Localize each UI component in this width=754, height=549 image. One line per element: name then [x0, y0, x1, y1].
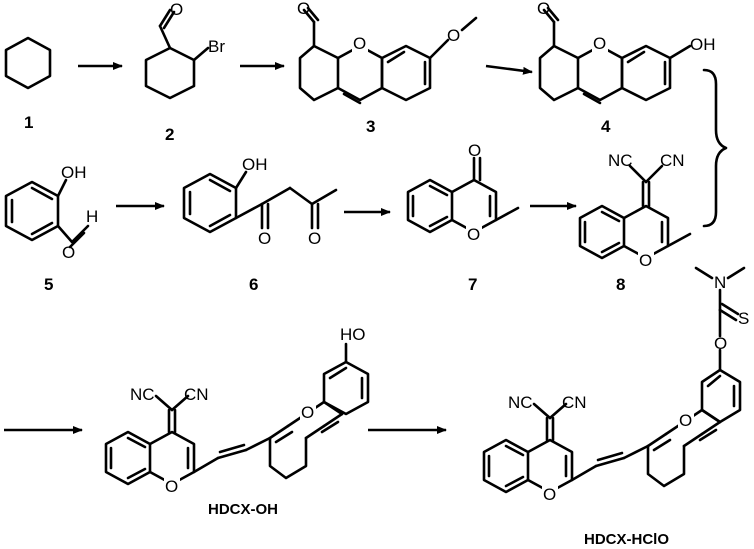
atom-methoxy-oxygen: O — [447, 26, 460, 45]
compound-hdcx-oh — [104, 342, 370, 486]
atom-cyano: NC — [608, 151, 633, 170]
label-hdcx-hclo: HDCX-HClO — [584, 531, 669, 548]
atom-cyano: NC — [508, 393, 533, 412]
brace-icon — [702, 68, 728, 228]
compound-8 — [578, 164, 692, 260]
atom-oxygen: O — [714, 334, 727, 353]
atom-hydroxy: OH — [242, 155, 268, 174]
atom-oxygen: O — [165, 477, 178, 496]
atom-oxygen: O — [62, 243, 75, 262]
label-compound-1: 1 — [24, 113, 33, 132]
label-compound-5: 5 — [44, 275, 53, 294]
compound-7-chromone — [406, 156, 520, 234]
label-hdcx-oh: HDCX-OH — [208, 501, 278, 518]
atom-nitrogen: N — [714, 273, 726, 292]
atom-sulfur: S — [738, 309, 749, 328]
atom-oxygen: O — [353, 34, 366, 53]
atom-oxygen: O — [467, 225, 480, 244]
atom-cyano: CN — [660, 151, 685, 170]
compound-1-cyclohexane — [4, 36, 52, 90]
atom-hydroxy: HO — [340, 325, 366, 344]
atom-oxygen: O — [468, 141, 481, 160]
atom-hydroxy: OH — [690, 35, 716, 54]
label-compound-3: 3 — [366, 117, 375, 136]
atom-oxygen: O — [639, 251, 652, 270]
atom-oxygen: O — [679, 411, 692, 430]
compound-5-salicylaldehyde — [4, 178, 90, 249]
atom-cyano: CN — [562, 393, 587, 412]
compound-2 — [144, 8, 210, 100]
atom-oxygen: O — [537, 0, 550, 18]
label-compound-7: 7 — [468, 275, 477, 294]
compound-3 — [298, 6, 478, 105]
atom-oxygen: O — [297, 0, 310, 18]
atom-oxygen: O — [170, 0, 183, 19]
label-compound-2: 2 — [165, 125, 174, 144]
compound-hdcx-hclo — [482, 266, 746, 494]
atom-oxygen: O — [308, 229, 321, 248]
atom-bromine: Br — [208, 37, 225, 56]
atom-cyano: NC — [130, 385, 155, 404]
label-compound-8: 8 — [616, 275, 625, 294]
atom-cyano: CN — [184, 385, 209, 404]
compound-4 — [538, 6, 692, 105]
label-compound-4: 4 — [601, 117, 611, 136]
atom-aldehyde-h: H — [86, 207, 98, 226]
label-compound-6: 6 — [249, 275, 258, 294]
compound-6-diketone — [182, 170, 338, 234]
atom-oxygen: O — [258, 229, 271, 248]
arrow-3-to-4 — [485, 64, 533, 75]
atom-oxygen: O — [593, 34, 606, 53]
atom-oxygen: O — [543, 485, 556, 504]
atom-oxygen: O — [301, 403, 314, 422]
atom-hydroxy: OH — [61, 163, 87, 182]
